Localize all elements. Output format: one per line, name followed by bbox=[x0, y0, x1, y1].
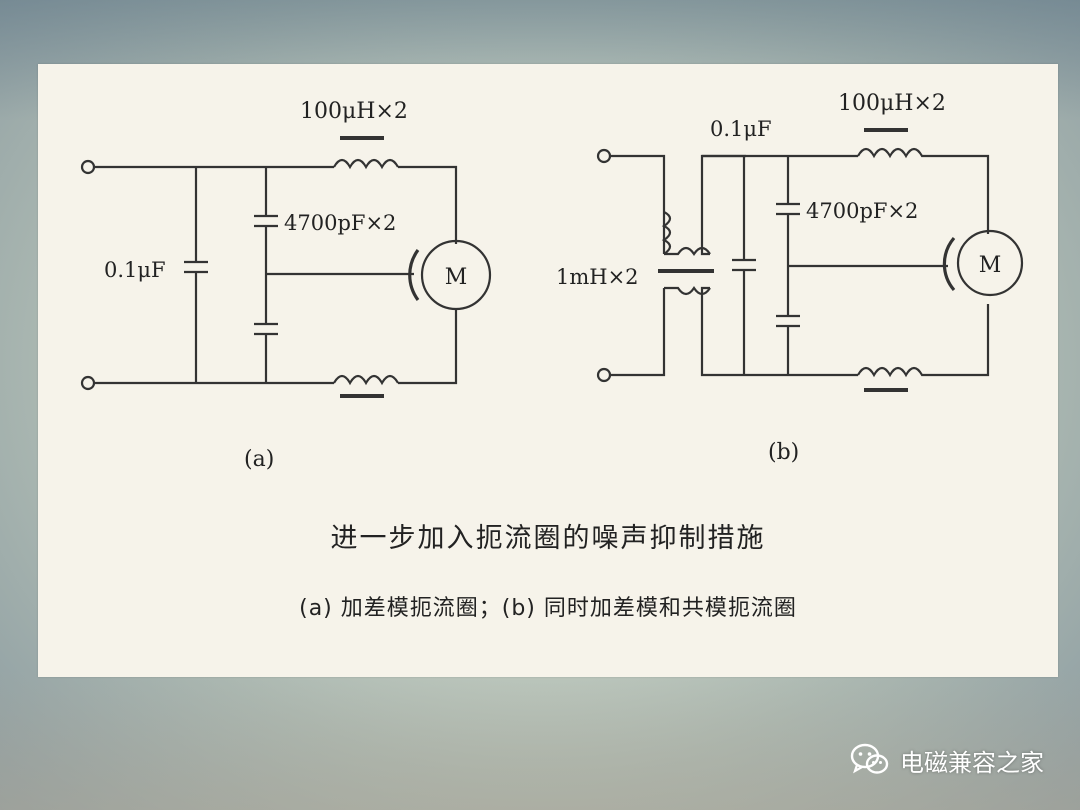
terminal-b-top bbox=[596, 148, 612, 164]
wire bbox=[700, 154, 746, 256]
inductor-a-top bbox=[333, 158, 399, 170]
motor-b-frame bbox=[942, 236, 956, 292]
label-b-inductor: 100μH×2 bbox=[838, 91, 946, 116]
motor-a-frame bbox=[408, 249, 420, 301]
terminal-a-bottom bbox=[80, 375, 96, 391]
circuit-diagrams: M 100μH×2 4700pF×2 0.1μF (a) bbox=[80, 91, 1024, 472]
label-b-cap-y: 4700pF×2 bbox=[806, 199, 918, 223]
diagram-a: M 100μH×2 4700pF×2 0.1μF (a) bbox=[80, 99, 492, 472]
watermark: 电磁兼容之家 bbox=[850, 740, 1044, 780]
label-b-panel: (b) bbox=[768, 440, 799, 465]
figure-caption-subtitle: (a) 加差模扼流圈；(b) 同时加差模和共模扼流圈 bbox=[299, 596, 797, 621]
choke-b-winding-1b bbox=[664, 246, 711, 256]
inductor-b-top bbox=[857, 147, 990, 234]
motor-b-label: M bbox=[979, 253, 1002, 278]
label-b-cap-x: 0.1μF bbox=[710, 117, 772, 141]
label-a-inductor: 100μH×2 bbox=[300, 99, 408, 124]
motor-b bbox=[956, 229, 1024, 297]
terminal-b-bottom bbox=[596, 367, 612, 383]
figure-paper: M 100μH×2 4700pF×2 0.1μF (a) bbox=[38, 64, 1058, 677]
diagram-b: M 0.1μF 100μH×2 4700pF×2 1mH×2 (b) bbox=[556, 91, 1024, 465]
motor-a-label: M bbox=[445, 265, 468, 290]
wechat-icon bbox=[850, 743, 889, 774]
wire bbox=[610, 288, 666, 377]
inductor-a-bottom bbox=[333, 374, 399, 386]
wire bbox=[700, 286, 858, 377]
capacitor-a-x bbox=[184, 167, 208, 383]
terminal-a-top bbox=[80, 159, 96, 175]
wire bbox=[398, 310, 458, 385]
label-a-panel: (a) bbox=[244, 447, 274, 472]
wire bbox=[610, 154, 666, 254]
label-b-common-choke: 1mH×2 bbox=[556, 265, 639, 289]
capacitor-b-x bbox=[732, 156, 756, 375]
choke-b-winding-2 bbox=[664, 286, 711, 296]
label-a-cap-y: 4700pF×2 bbox=[284, 211, 396, 235]
choke-b-winding-1 bbox=[661, 211, 672, 255]
wire bbox=[398, 165, 458, 244]
motor-a bbox=[420, 239, 492, 311]
label-a-cap-x: 0.1μF bbox=[104, 258, 166, 282]
watermark-text: 电磁兼容之家 bbox=[900, 748, 1044, 777]
figure-caption-title: 进一步加入扼流圈的噪声抑制措施 bbox=[330, 523, 766, 554]
inductor-b-bottom bbox=[857, 304, 990, 378]
background-bottom-shade bbox=[0, 670, 1080, 810]
